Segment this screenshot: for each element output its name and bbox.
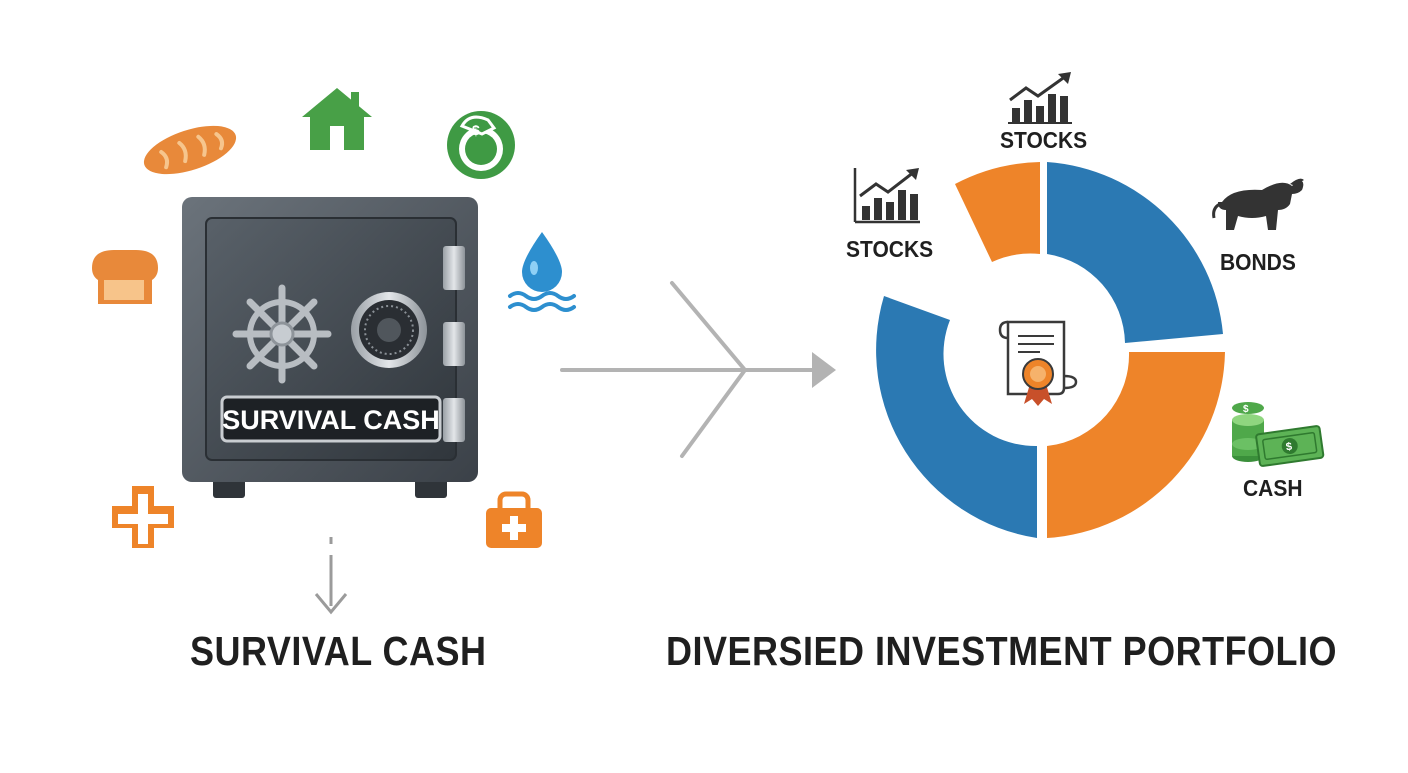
safe-wheel-handle bbox=[232, 284, 332, 384]
stocks-chart-icon-left bbox=[853, 168, 920, 224]
down-arrow bbox=[314, 537, 348, 615]
first-aid-kit-icon bbox=[486, 491, 542, 548]
safe-foot-right bbox=[415, 478, 447, 498]
caption-portfolio: DIVERSIED INVESTMENT PORTFOLIO bbox=[666, 628, 1338, 674]
label-cash: CASH bbox=[1243, 476, 1303, 502]
stocks-chart-icon-top bbox=[1008, 72, 1072, 124]
safe-hinge bbox=[443, 322, 465, 366]
svg-text:$: $ bbox=[472, 122, 480, 138]
caption-survival-cash: SURVIVAL CASH bbox=[190, 628, 487, 674]
svg-text:$: $ bbox=[1243, 404, 1249, 415]
house-icon bbox=[302, 88, 372, 150]
donut-segment-stocks-left bbox=[876, 296, 1037, 538]
label-bonds: BONDS bbox=[1220, 250, 1296, 276]
svg-text:$: $ bbox=[1285, 441, 1293, 454]
certificate-icon bbox=[998, 320, 1078, 406]
donut-segment-stocks-top bbox=[955, 162, 1040, 262]
water-drop-icon bbox=[508, 232, 576, 312]
bread-slice-icon bbox=[92, 250, 158, 304]
safe-hinge bbox=[443, 398, 465, 442]
donut-segment-bonds bbox=[1047, 162, 1223, 343]
label-stocks-left: STOCKS bbox=[846, 237, 934, 263]
bread-loaf-icon bbox=[143, 125, 237, 175]
donut-segment-cash bbox=[1047, 352, 1225, 538]
bull-icon bbox=[1212, 178, 1304, 230]
safe: SURVIVAL CASH bbox=[182, 197, 478, 498]
medical-cross-icon bbox=[112, 486, 174, 548]
savings-jar-icon: $ bbox=[447, 111, 515, 179]
portfolio-donut-chart bbox=[876, 162, 1225, 538]
label-stocks-top: STOCKS bbox=[1000, 128, 1088, 154]
safe-plate-label: SURVIVAL CASH bbox=[222, 405, 440, 435]
cash-money-icon: $ $ bbox=[1232, 402, 1325, 467]
safe-combination-dial bbox=[351, 292, 427, 368]
safe-hinge bbox=[443, 246, 465, 290]
flow-arrow bbox=[560, 281, 836, 458]
safe-foot-left bbox=[213, 478, 245, 498]
safe-name-plate bbox=[220, 395, 442, 443]
